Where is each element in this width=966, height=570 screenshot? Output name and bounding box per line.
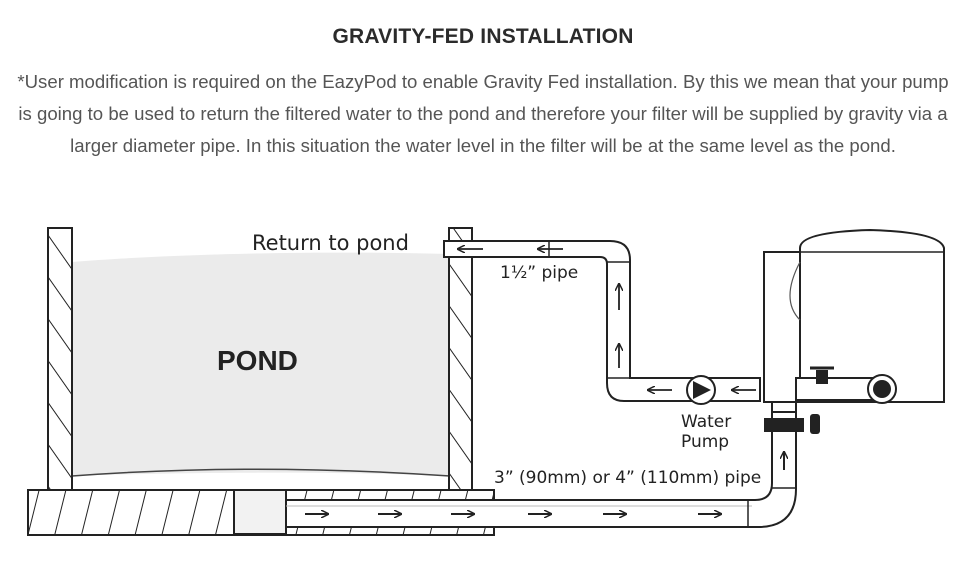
pond-water	[72, 252, 450, 476]
return-to-pond-label: Return to pond	[252, 231, 409, 255]
pond-label: POND	[217, 345, 298, 376]
pond-right-wall	[448, 227, 473, 491]
large-pipe-label: 3” (90mm) or 4” (110mm) pipe	[494, 468, 761, 488]
small-pipe-label: 1½” pipe	[500, 263, 578, 283]
filter-unit	[763, 228, 945, 403]
bottom-drain	[233, 489, 287, 535]
return-pipe	[443, 240, 761, 402]
large-gravity-pipe	[285, 411, 797, 528]
pond-floor	[71, 468, 451, 477]
pump-label-line2: Pump	[681, 432, 729, 452]
filter-outlet-pipe	[795, 366, 897, 404]
description-paragraph: *User modification is required on the Ea…	[17, 71, 949, 156]
page-title: GRAVITY-FED INSTALLATION	[332, 25, 634, 48]
water-pump	[686, 375, 716, 405]
return-pipe-flow-arrows	[458, 249, 756, 390]
pond-left-wall	[47, 227, 73, 491]
pump-label-line1: Water	[681, 412, 731, 432]
large-pipe-flow-arrows	[305, 452, 784, 514]
